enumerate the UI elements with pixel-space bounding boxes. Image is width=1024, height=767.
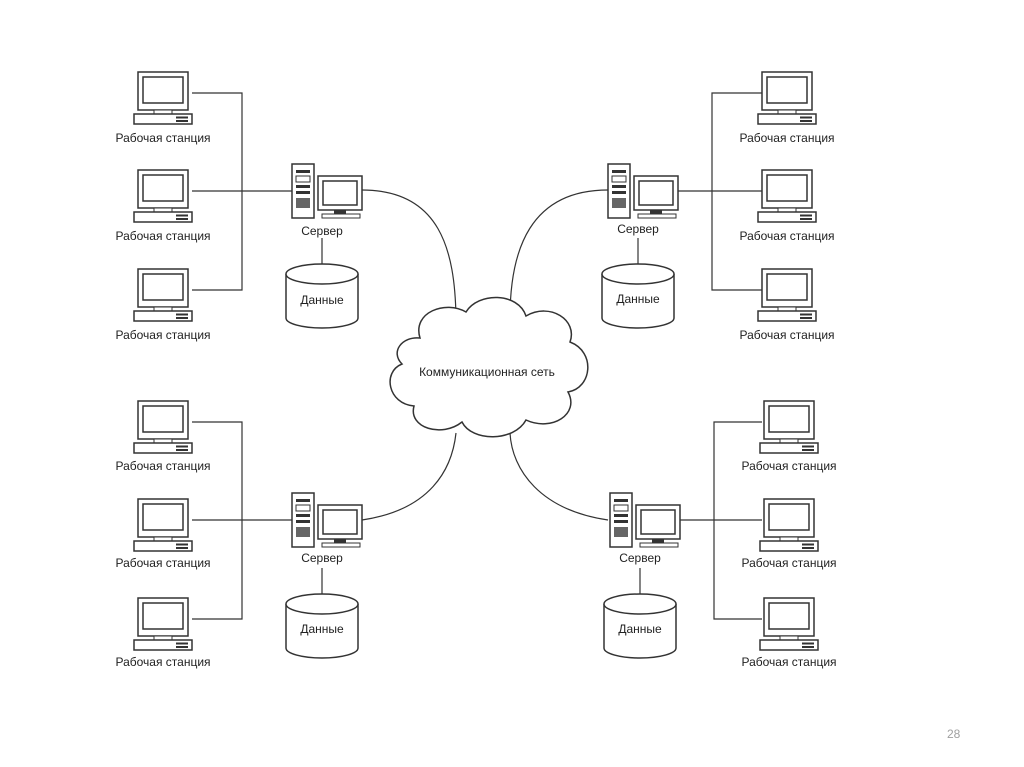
workstation-label: Рабочая станция [115,556,210,570]
cluster-top-right: Рабочая станция Рабочая станция Рабочая … [601,71,835,342]
connection-lines [192,92,762,620]
workstation-label: Рабочая станция [741,459,836,473]
workstation-label: Рабочая станция [115,131,210,145]
cluster-bottom-right: Рабочая станция Рабочая станция Рабочая … [603,400,837,669]
cloud-icon [389,296,589,438]
workstation-label: Рабочая станция [741,556,836,570]
server-tower-icon [291,492,363,548]
cluster-bottom-left: Рабочая станция Рабочая станция Рабочая … [115,400,363,669]
workstation-label: Рабочая станция [741,655,836,669]
cluster-top-left: Рабочая станция Рабочая станция Рабочая … [115,71,363,342]
data-label: Данные [616,292,660,306]
desktop-computer-icon [757,169,817,223]
data-label: Данные [300,293,344,307]
desktop-computer-icon [759,498,819,552]
workstation-label: Рабочая станция [739,131,834,145]
server-tower-icon [291,163,363,219]
server-tower-icon [607,163,679,219]
workstation-label: Рабочая станция [115,459,210,473]
desktop-computer-icon [133,400,193,454]
workstation-label: Рабочая станция [739,328,834,342]
desktop-computer-icon [133,71,193,125]
desktop-computer-icon [759,400,819,454]
workstation-label: Рабочая станция [115,328,210,342]
desktop-computer-icon [757,71,817,125]
workstation-label: Рабочая станция [115,655,210,669]
desktop-computer-icon [133,169,193,223]
server-label: Сервер [619,551,661,565]
desktop-computer-icon [757,268,817,322]
desktop-computer-icon [759,597,819,651]
workstation-label: Рабочая станция [115,229,210,243]
desktop-computer-icon [133,498,193,552]
data-label: Данные [618,622,662,636]
server-label: Сервер [617,222,659,236]
desktop-computer-icon [133,268,193,322]
desktop-computer-icon [133,597,193,651]
workstation-label: Рабочая станция [739,229,834,243]
server-label: Сервер [301,551,343,565]
page-number: 28 [947,727,961,741]
server-label: Сервер [301,224,343,238]
network-label: Коммуникационная сеть [419,365,555,379]
server-tower-icon [609,492,681,548]
data-label: Данные [300,622,344,636]
